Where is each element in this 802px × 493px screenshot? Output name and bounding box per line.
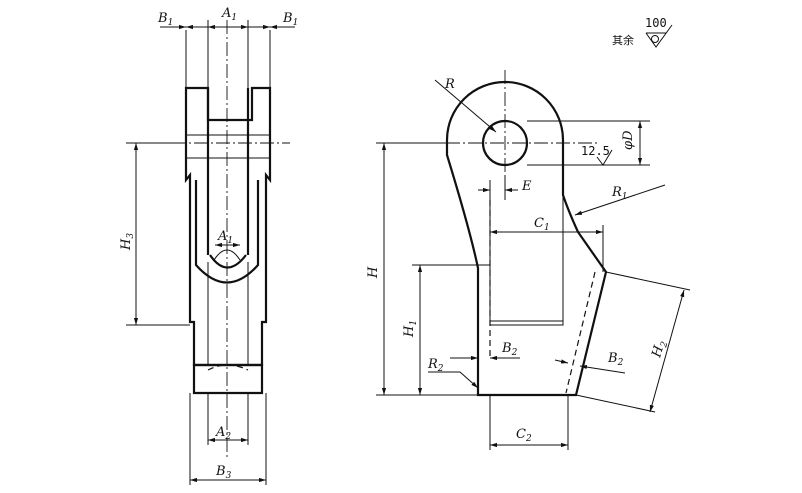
hole-roughness-value: 12.5 <box>581 144 610 158</box>
dim-e: E <box>521 179 532 194</box>
dim-h: H <box>366 266 381 279</box>
dim-b3: B3 <box>215 464 232 481</box>
dim-r: R <box>444 77 455 92</box>
dim-b1-left: B1 <box>157 11 173 28</box>
dim-h1: H1 <box>402 320 419 338</box>
dim-b2-left: B2 <box>501 341 518 358</box>
roughness-prefix: 其余 <box>612 33 634 47</box>
dim-h2: H2 <box>649 338 670 360</box>
side-body-outline <box>445 80 608 397</box>
dim-h3: H3 <box>119 233 136 251</box>
dim-a1-top: A1 <box>221 6 237 23</box>
dim-b1-right: B1 <box>282 11 298 28</box>
roughness-value: 100 <box>645 16 667 30</box>
roughness-note: 其余 100 <box>612 16 673 48</box>
front-weld-hatch <box>192 363 264 395</box>
dim-r1: R1 <box>611 185 628 202</box>
roughness-symbol-icon <box>645 24 673 48</box>
side-view: R φD 12.5 E R1 C1 H H1 B2 <box>366 70 691 450</box>
dim-a1-inner: A1 <box>217 229 233 246</box>
dim-r2: R2 <box>427 357 444 374</box>
dim-c2: C2 <box>516 427 532 444</box>
dim-phi-d: φD <box>621 130 636 150</box>
pin-hole <box>481 119 529 167</box>
dim-b2-right: B2 <box>607 351 624 368</box>
hole-roughness-icon <box>596 149 613 166</box>
dim-c1: C1 <box>534 216 550 233</box>
front-view: B1 A1 B1 A1 H3 A2 B3 <box>119 6 298 485</box>
dim-a2: A2 <box>215 425 231 442</box>
